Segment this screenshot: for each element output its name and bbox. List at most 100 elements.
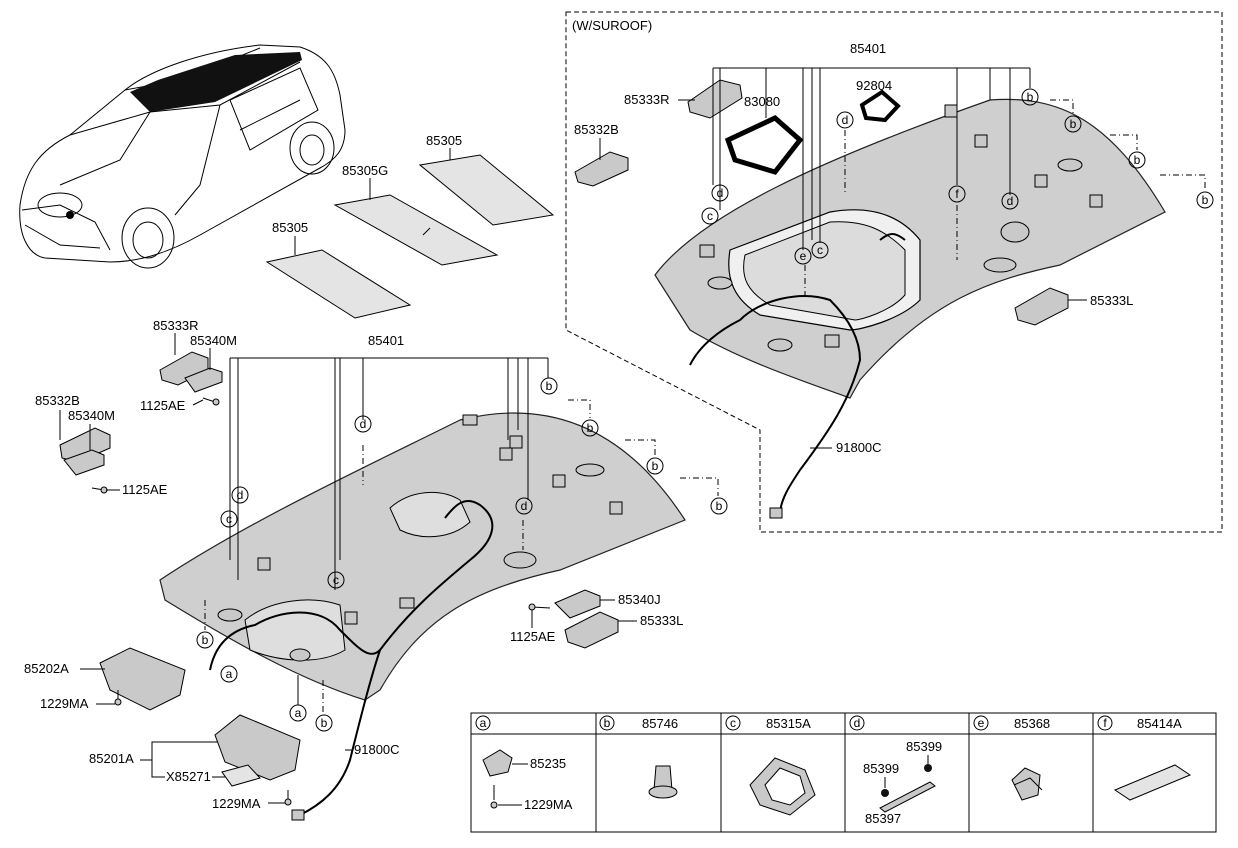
- car-illustration: [19, 44, 346, 269]
- lower-1229MA-1: [114, 690, 122, 706]
- lower-label-1125AE-3: 1125AE: [510, 629, 556, 644]
- sunroof-title: (W/SUROOF): [572, 18, 652, 33]
- legend-cell-b: b 85746: [599, 715, 678, 799]
- legend-code-f: f: [1103, 716, 1107, 730]
- svg-text:b: b: [587, 421, 594, 435]
- svg-text:c: c: [226, 512, 232, 526]
- upper-callout-b-3: b: [1128, 151, 1146, 169]
- upper-callout-d-3: d: [1001, 192, 1019, 210]
- legend-cell-a: a 85235 1229MA: [475, 715, 573, 812]
- upper-85333L: [1014, 287, 1069, 326]
- lower-85340J: [554, 589, 601, 619]
- legend-c-part: 85315A: [766, 716, 811, 731]
- upper-label-85333R: 85333R: [624, 92, 670, 107]
- upper-callout-b-1: b: [1021, 88, 1039, 106]
- svg-text:b: b: [1134, 153, 1141, 167]
- svg-text:b: b: [716, 499, 723, 513]
- lower-label-1229MA-1: 1229MA: [40, 696, 89, 711]
- upper-83080: [724, 115, 804, 175]
- svg-text:c: c: [333, 573, 339, 587]
- svg-text:b: b: [321, 716, 328, 730]
- lower-label-91800C: 91800C: [354, 742, 400, 757]
- legend-code-d: d: [854, 716, 861, 730]
- svg-text:d: d: [842, 113, 849, 127]
- upper-label-85332B: 85332B: [574, 122, 619, 137]
- upper-callout-e: e: [794, 247, 812, 265]
- lower-callout-a-1: a: [220, 665, 238, 683]
- pad-85305-top: [418, 154, 555, 226]
- legend-a-part-1: 85235: [530, 756, 566, 771]
- lower-callout-b-3: b: [646, 457, 664, 475]
- lower-label-85332B: 85332B: [35, 393, 80, 408]
- legend-d-part-2: 85399: [863, 761, 899, 776]
- upper-92804: [859, 89, 901, 123]
- legend-cell-e: e 85368: [973, 715, 1050, 801]
- legend-code-e: e: [978, 716, 985, 730]
- upper-callout-d-2: d: [711, 184, 729, 202]
- lower-callout-b-4: b: [710, 497, 728, 515]
- lower-label-X85271: X85271: [166, 769, 211, 784]
- lower-label-85201A: 85201A: [89, 751, 134, 766]
- label-85305-bottom: 85305: [272, 220, 308, 235]
- lower-label-85340M-2: 85340M: [68, 408, 115, 423]
- lower-callout-b-2: b: [581, 419, 599, 437]
- svg-text:d: d: [521, 499, 528, 513]
- lower-label-85340M-1: 85340M: [190, 333, 237, 348]
- lower-callout-d-2: d: [231, 486, 249, 504]
- svg-text:c: c: [817, 243, 823, 257]
- legend-code-b: b: [604, 716, 611, 730]
- svg-text:b: b: [1202, 193, 1209, 207]
- upper-85332B: [574, 151, 629, 187]
- lower-callout-a-2: a: [289, 704, 307, 722]
- svg-text:d: d: [237, 488, 244, 502]
- lower-85340M-1: [184, 367, 223, 393]
- lower-callout-c-1: c: [220, 510, 238, 528]
- lower-85201A-visor: [214, 714, 301, 781]
- lower-label-85333R: 85333R: [153, 318, 199, 333]
- svg-text:b: b: [652, 459, 659, 473]
- lower-label-1125AE-2: 1125AE: [122, 482, 168, 497]
- legend-code-c: c: [730, 716, 736, 730]
- upper-callout-b-4: b: [1196, 191, 1214, 209]
- legend-table: [470, 712, 1217, 833]
- legend-a-part-2: 1229MA: [524, 797, 573, 812]
- upper-label-92804: 92804: [856, 78, 892, 93]
- svg-text:f: f: [955, 187, 959, 201]
- lower-label-85333L: 85333L: [640, 613, 683, 628]
- upper-callout-c-2: c: [811, 241, 829, 259]
- lower-callout-c-2: c: [327, 571, 345, 589]
- lower-label-85401: 85401: [368, 333, 404, 348]
- svg-text:b: b: [202, 633, 209, 647]
- lower-85332B: [59, 427, 111, 463]
- svg-text:a: a: [226, 667, 233, 681]
- lower-label-1229MA-2: 1229MA: [212, 796, 261, 811]
- lower-callout-b-5: b: [196, 631, 214, 649]
- lower-1125AE-1: [202, 397, 220, 406]
- upper-label-85333L: 85333L: [1090, 293, 1133, 308]
- upper-callout-b-2: b: [1064, 115, 1082, 133]
- lower-85202A-visor: [99, 647, 186, 711]
- lower-1229MA-2: [284, 790, 292, 806]
- svg-text:e: e: [800, 249, 807, 263]
- svg-text:b: b: [1070, 117, 1077, 131]
- lower-headliner: [159, 412, 686, 821]
- lower-callout-b-6: b: [315, 714, 333, 732]
- upper-label-83080: 83080: [744, 94, 780, 109]
- legend-d-part-3: 85397: [865, 811, 901, 826]
- svg-text:b: b: [546, 379, 553, 393]
- upper-callout-d-1: d: [836, 111, 854, 129]
- svg-text:a: a: [295, 706, 302, 720]
- upper-label-85401: 85401: [850, 41, 886, 56]
- legend-b-part: 85746: [642, 716, 678, 731]
- lower-85333L: [564, 611, 619, 649]
- lower-1125AE-2: [91, 486, 108, 494]
- svg-text:d: d: [1007, 194, 1014, 208]
- svg-text:b: b: [1027, 90, 1034, 104]
- pad-85305-bottom: [265, 249, 412, 319]
- lower-label-1125AE-1: 1125AE: [140, 398, 186, 413]
- legend-f-part: 85414A: [1137, 716, 1182, 731]
- lower-label-85202A: 85202A: [24, 661, 69, 676]
- legend-cell-f: f 85414A: [1097, 715, 1192, 801]
- legend-d-part-1: 85399: [906, 739, 942, 754]
